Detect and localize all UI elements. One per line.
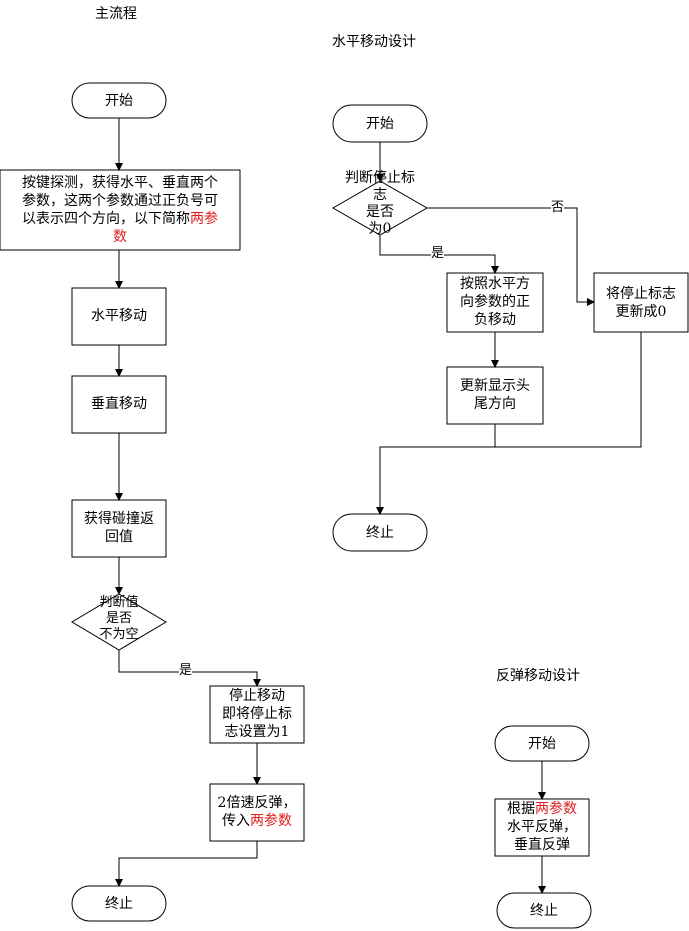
bounce-body-line-1a: 根据 [507, 801, 535, 817]
main-h-move-label: 水平移动 [91, 308, 147, 324]
bounce-flow-title: 反弹移动设计 [496, 668, 580, 684]
main-detect-line-3a: 以表示四个方向，以下简称 [22, 211, 190, 227]
main-stop-text: 停止移动 即将停止标 志设置为1 [210, 687, 304, 741]
main-decision-line-2: 是否 [105, 611, 132, 626]
horiz-yes-label: 是 [431, 246, 445, 262]
main-decision-text: 判断值 是否 不为空 [72, 595, 166, 643]
main-v-move-label: 垂直移动 [91, 396, 147, 412]
horizontal-flow-title: 水平移动设计 [332, 34, 416, 50]
main-bounce-line-2-red: 两参数 [250, 813, 292, 829]
bounce-start-label: 开始 [528, 736, 556, 752]
main-bounce-line-2: 传入两参数 [210, 812, 304, 830]
main-decision-line-3: 不为空 [99, 627, 139, 642]
main-bounce-line-1: 2倍速反弹， [217, 795, 297, 811]
main-yes-label: 是 [179, 663, 193, 679]
horiz-decision-line-4: 为0 [368, 221, 392, 237]
main-bounce-line-2a: 传入 [222, 813, 250, 829]
main-end-label: 终止 [105, 896, 133, 912]
main-start-label: 开始 [105, 93, 133, 109]
main-stop-line-3: 志设置为1 [224, 724, 290, 740]
main-detect-line-2: 参数，这两个参数通过正负号可 [22, 193, 218, 209]
horiz-no-label: 否 [551, 200, 565, 216]
horiz-decision-line-2: 志 [373, 187, 387, 203]
horiz-update-flag-line-2: 更新成0 [615, 304, 667, 320]
bounce-body-line-1: 根据两参数 [495, 800, 589, 818]
horiz-update-display-text: 更新显示头 尾方向 [447, 377, 543, 413]
horiz-end-label: 终止 [366, 525, 394, 541]
main-detect-line-4-red: 数 [113, 229, 127, 245]
bounce-end-label: 终止 [530, 903, 558, 919]
horiz-update-flag-line-1: 将停止标志 [606, 286, 676, 302]
horiz-arrow-4 [380, 332, 642, 448]
horiz-decision-line-3: 是否 [366, 204, 394, 220]
main-stop-line-1: 停止移动 [229, 688, 285, 704]
bounce-body-text: 根据两参数 水平反弹， 垂直反弹 [495, 800, 589, 854]
main-flow-title: 主流程 [95, 6, 137, 22]
main-decision-line-1: 判断值 [99, 595, 139, 610]
main-bounce-text: 2倍速反弹， 传入两参数 [210, 794, 304, 830]
horiz-move-line-2: 向参数的正 [460, 294, 530, 310]
horiz-update-display-line-1: 更新显示头 [460, 378, 530, 394]
horiz-decision-line-1: 判断停止标 [345, 170, 415, 186]
main-detect-line-1: 按键探测，获得水平、垂直两个 [22, 175, 218, 191]
horiz-move-line-1: 按照水平方 [460, 276, 530, 292]
horiz-update-flag-text: 将停止标志 更新成0 [594, 285, 688, 321]
main-detect-text: 按键探测，获得水平、垂直两个 参数，这两个参数通过正负号可 以表示四个方向，以下… [0, 174, 240, 246]
horiz-update-display-line-2: 尾方向 [474, 396, 516, 412]
bounce-body-line-3: 垂直反弹 [514, 837, 570, 853]
horiz-decision-text: 判断停止标 志 是否 为0 [320, 170, 440, 238]
horiz-move-text: 按照水平方 向参数的正 负移动 [447, 275, 543, 329]
horiz-arrow-no [427, 207, 595, 306]
horiz-move-line-3: 负移动 [474, 312, 516, 328]
main-collide-line-1: 获得碰撞返 [84, 511, 154, 527]
main-collide-line-2: 回值 [105, 529, 133, 545]
main-detect-line-3-red: 两参 [190, 211, 218, 227]
main-arrow-7 [115, 841, 258, 887]
horiz-arrow-3 [376, 424, 496, 515]
main-collide-text: 获得碰撞返 回值 [72, 510, 166, 546]
main-stop-line-2: 即将停止标 [222, 706, 292, 722]
bounce-body-line-2: 水平反弹， [507, 819, 577, 835]
horiz-start-label: 开始 [366, 116, 394, 132]
bounce-body-line-1-red: 两参数 [535, 801, 577, 817]
main-detect-line-3: 以表示四个方向，以下简称两参 [0, 210, 240, 228]
